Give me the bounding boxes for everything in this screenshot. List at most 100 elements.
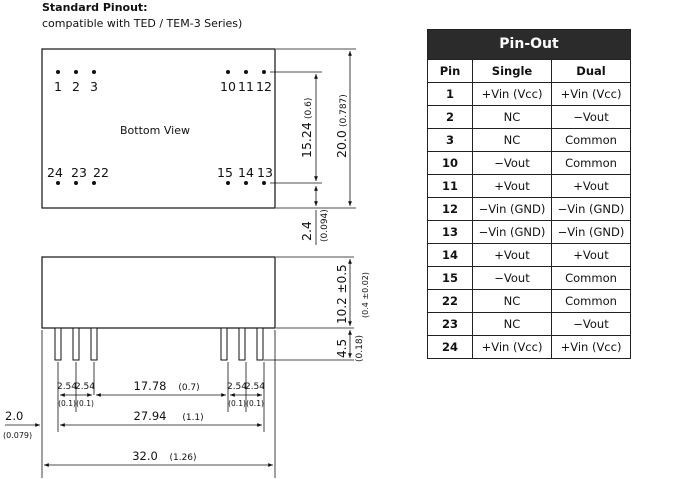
single-cell: NC — [472, 312, 552, 336]
dim-text-10-2: 10.2 ±0.5 — [335, 264, 349, 324]
single-cell: +Vin (Vcc) — [472, 335, 552, 359]
dim-text-2-4-in: (0.094) — [320, 209, 330, 242]
table-row: 24+Vin (Vcc)+Vin (Vcc) — [427, 335, 631, 359]
pin-label-24: 24 — [47, 165, 63, 180]
dual-cell: −Vout — [551, 312, 631, 336]
drawing-subtitle: compatible with TED / TEM-3 Series) — [42, 17, 243, 30]
pin-cell: 2 — [427, 105, 473, 129]
dim-text-17-78-in: (0.7) — [178, 383, 199, 393]
pitch-text-r2: 2.54 — [245, 382, 265, 392]
dual-cell: −Vin (GND) — [551, 220, 631, 244]
dim-text-17-78: 17.78 — [134, 379, 167, 393]
dual-cell: Common — [551, 151, 631, 175]
pin-cell: 14 — [427, 243, 473, 267]
pin-label-11: 11 — [238, 79, 254, 94]
pin-label-10: 10 — [220, 79, 236, 94]
pin-cell: 3 — [427, 128, 473, 152]
pin-cell: 24 — [427, 335, 473, 359]
dual-cell: +Vin (Vcc) — [551, 82, 631, 106]
dual-cell: +Vout — [551, 243, 631, 267]
extension-lines-bottom — [41, 330, 276, 478]
dim-text-2-0-in: (0.079) — [3, 431, 32, 440]
dim-text-15-24-in: (0.6) — [304, 98, 314, 119]
dim-text-2-4: 2.4 — [299, 221, 314, 241]
table-row: 12−Vin (GND)−Vin (GND) — [427, 197, 631, 221]
bottom-view-label: Bottom View — [120, 124, 190, 137]
pitch-text-l2-in: (0.1) — [76, 399, 94, 408]
pin-label-23: 23 — [71, 165, 87, 180]
pin-cell: 1 — [427, 82, 473, 106]
extension-lines-top — [270, 48, 356, 209]
header-dual: Dual — [551, 59, 631, 83]
dim-text-32-in: (1.26) — [169, 453, 196, 463]
dim-text-20-in: (0.787) — [339, 94, 349, 127]
pitch-text-l1-in: (0.1) — [58, 399, 76, 408]
dim-text-4-5-in: (0.18) — [355, 335, 365, 362]
header-pin: Pin — [427, 59, 473, 83]
pin-label-3: 3 — [90, 79, 98, 94]
pin-label-2: 2 — [72, 79, 80, 94]
pin-label-15: 15 — [217, 165, 233, 180]
dim-text-15-24: 15.24 — [299, 122, 314, 158]
single-cell: NC — [472, 105, 552, 129]
dim-text-10-2-in: (0.4 ±0.02) — [361, 272, 370, 318]
single-cell: +Vin (Vcc) — [472, 82, 552, 106]
table-row: 11+Vout+Vout — [427, 174, 631, 198]
pitch-text-l1: 2.54 — [57, 382, 77, 392]
pin-dots-bottom — [56, 181, 266, 185]
pinout-table: Pin-Out Pin Single Dual 1+Vin (Vcc)+Vin … — [427, 29, 631, 359]
single-cell: −Vout — [472, 266, 552, 290]
dim-text-32: 32.0 — [132, 449, 158, 463]
dual-cell: −Vin (GND) — [551, 197, 631, 221]
table-row: 13−Vin (GND)−Vin (GND) — [427, 220, 631, 244]
single-cell: −Vin (GND) — [472, 197, 552, 221]
single-cell: −Vin (GND) — [472, 220, 552, 244]
dual-cell: Common — [551, 128, 631, 152]
dual-cell: Common — [551, 266, 631, 290]
mechanical-drawing: 1 2 3 10 11 12 24 23 22 15 14 13 Bottom … — [3, 48, 370, 478]
bottom-view-outline — [41, 48, 276, 209]
dual-cell: −Vout — [551, 105, 631, 129]
single-cell: +Vout — [472, 174, 552, 198]
pitch-text-r1-in: (0.1) — [228, 399, 246, 408]
dim-text-4-5: 4.5 — [335, 339, 349, 358]
single-cell: −Vout — [472, 151, 552, 175]
header-single: Single — [472, 59, 552, 83]
side-view-body — [41, 256, 276, 329]
pinout-table-title: Pin-Out — [427, 29, 631, 59]
extension-lines-side — [264, 256, 354, 361]
pin-cell: 12 — [427, 197, 473, 221]
pin-label-22: 22 — [93, 165, 109, 180]
table-row: 1+Vin (Vcc)+Vin (Vcc) — [427, 82, 631, 106]
single-cell: NC — [472, 128, 552, 152]
pin-label-12: 12 — [256, 79, 272, 94]
pin-cell: 15 — [427, 266, 473, 290]
pin-cell: 23 — [427, 312, 473, 336]
pin-cell: 10 — [427, 151, 473, 175]
dual-cell: Common — [551, 289, 631, 313]
single-cell: NC — [472, 289, 552, 313]
pin-dots-top — [56, 70, 266, 74]
pin-label-13: 13 — [257, 165, 273, 180]
pitch-text-l2: 2.54 — [75, 382, 95, 392]
pin-label-14: 14 — [238, 165, 254, 180]
pinout-table-header: Pin Single Dual — [427, 59, 631, 83]
table-row: 14+Vout+Vout — [427, 243, 631, 267]
dim-text-2-0: 2.0 — [5, 409, 23, 423]
side-view-pins — [54, 327, 264, 361]
pitch-text-r2-in: (0.1) — [246, 399, 264, 408]
pin-cell: 11 — [427, 174, 473, 198]
dual-cell: +Vin (Vcc) — [551, 335, 631, 359]
pin-cell: 13 — [427, 220, 473, 244]
drawing-title: Standard Pinout: — [42, 1, 148, 14]
pin-cell: 22 — [427, 289, 473, 313]
single-cell: +Vout — [472, 243, 552, 267]
dim-text-20: 20.0 — [334, 130, 349, 158]
pin-label-1: 1 — [54, 79, 62, 94]
